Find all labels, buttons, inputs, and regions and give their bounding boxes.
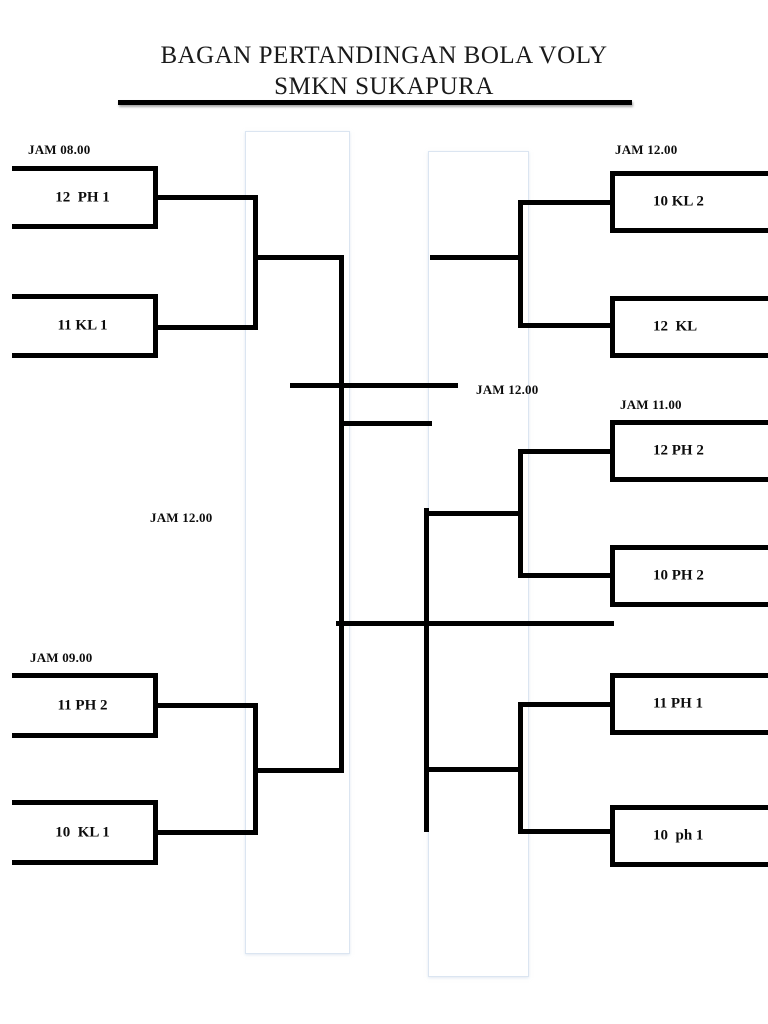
time-label-round1-bottom-left: JAM 09.00 (30, 650, 93, 665)
match-label: 12 PH 1 (55, 189, 110, 205)
connector-left-top-upper (156, 195, 258, 200)
connector-right-bottom-upper (518, 702, 614, 707)
match-box-10-kl-2[interactable]: 10 KL 2 (610, 171, 768, 233)
title-line-1: BAGAN PERTANDINGAN BOLA VOLY (160, 42, 608, 69)
connector-left-top-vertical (253, 195, 258, 330)
connector-right-bottom-lower (518, 829, 614, 834)
match-box-11-ph-1[interactable]: 11 PH 1 (610, 673, 768, 735)
time-label-round1-mid-right: JAM 11.00 (620, 397, 682, 412)
match-label: 10 KL 1 (55, 824, 110, 840)
connector-right-mid-outlet (424, 511, 521, 516)
connector-right-top-lower (518, 323, 614, 328)
connector-left-top-outlet (253, 255, 344, 260)
connector-right-top-upper (518, 200, 614, 205)
time-label-semifinal-left: JAM 12.00 (150, 510, 213, 525)
title-underline-rule (118, 100, 632, 105)
match-label: 11 PH 1 (653, 695, 704, 712)
connector-right-top-outlet (430, 255, 521, 260)
ghost-column-right (428, 151, 529, 977)
connector-left-bottom-outlet (253, 768, 344, 773)
connector-final-upper-line (290, 383, 458, 388)
match-label: 10 ph 1 (653, 827, 704, 844)
page-title: BAGAN PERTANDINGAN BOLA VOLY SMKN SUKAPU… (0, 40, 768, 102)
match-label: 11 KL 1 (57, 317, 108, 334)
connector-right-bottom-outlet (424, 767, 521, 772)
match-box-12-ph-2[interactable]: 12 PH 2 (610, 420, 768, 482)
connector-final-lower-line (341, 421, 432, 426)
match-box-10-kl-1[interactable]: 10 KL 1 (12, 800, 158, 865)
match-box-10-ph-1[interactable]: 10 ph 1 (610, 805, 768, 867)
match-label: 10 KL 2 (653, 193, 704, 210)
match-label: 12 KL (653, 318, 698, 335)
connector-cross-long-line (336, 621, 614, 626)
match-label: 10 PH 2 (653, 567, 704, 584)
match-label: 11 PH 2 (57, 697, 108, 713)
connector-right-top-vertical (518, 200, 523, 328)
match-box-12-kl[interactable]: 12 KL (610, 296, 768, 358)
match-box-11-kl-1[interactable]: 11 KL 1 (12, 294, 158, 358)
match-box-12-ph-1[interactable]: 12 PH 1 (12, 166, 158, 229)
connector-left-bottom-upper (156, 703, 258, 708)
match-label: 12 PH 2 (653, 442, 704, 459)
time-label-round1-top-right: JAM 12.00 (615, 142, 678, 157)
title-line-2: SMKN SUKAPURA (274, 73, 494, 100)
time-label-final-center: JAM 12.00 (476, 382, 539, 397)
match-box-10-ph-2[interactable]: 10 PH 2 (610, 545, 768, 607)
connector-right-mid-upper (518, 449, 614, 454)
connector-left-top-lower (156, 325, 258, 330)
time-label-round1-top-left: JAM 08.00 (28, 142, 91, 157)
connector-left-bottom-lower (156, 830, 258, 835)
connector-right-mid-lower (518, 573, 614, 578)
connector-right-semifinal-spine (424, 508, 429, 832)
match-box-11-ph-2[interactable]: 11 PH 2 (12, 673, 158, 738)
ghost-column-left (245, 131, 350, 954)
connector-left-semifinal-spine (339, 255, 344, 773)
